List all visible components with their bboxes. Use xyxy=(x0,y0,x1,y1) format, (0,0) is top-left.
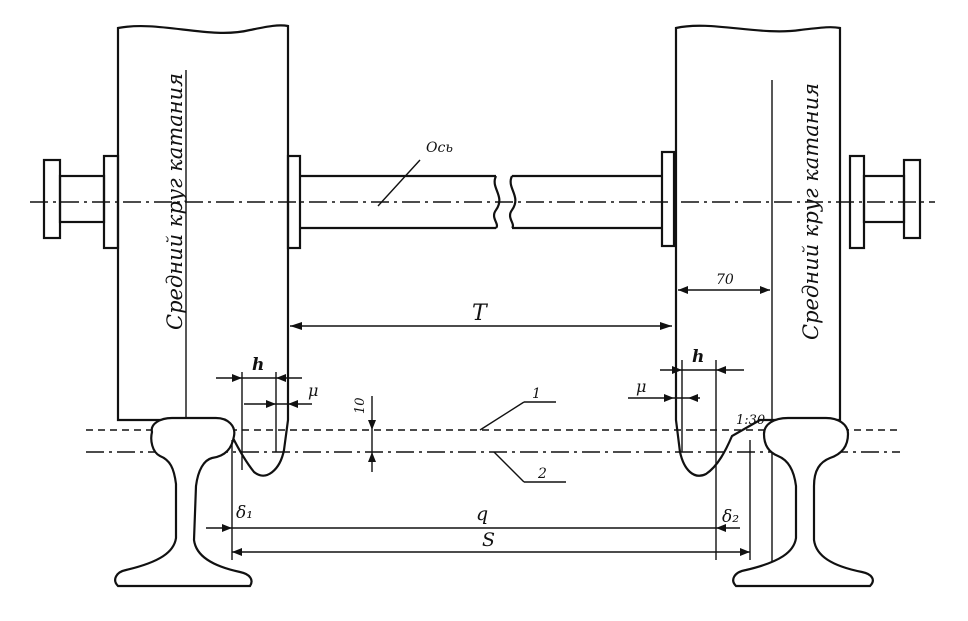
line-2-leader xyxy=(493,451,525,483)
left-mu-arrows xyxy=(266,400,298,408)
dimension-10-label: 10 xyxy=(353,397,368,414)
axle-leader-line xyxy=(377,159,421,207)
dimension-70-arrows xyxy=(678,286,770,294)
rolling-circle-label-right: Средний круг катания xyxy=(799,83,823,340)
left-mu-label: μ xyxy=(308,381,318,400)
slope-label: 1:30 xyxy=(736,413,765,428)
left-wheel xyxy=(116,24,290,477)
left-journal-cap xyxy=(42,158,62,240)
axle-break-left xyxy=(492,175,501,229)
right-journal-cap xyxy=(902,158,922,240)
left-journal xyxy=(58,174,106,224)
right-rail xyxy=(732,416,874,588)
dimension-10-arrows xyxy=(368,420,376,462)
rolling-circle-label-left: Средний круг катания xyxy=(163,73,187,330)
right-journal xyxy=(862,174,906,224)
dimension-q-label: q xyxy=(476,503,488,525)
right-h-label: h xyxy=(692,347,704,367)
axle-right-part xyxy=(512,174,662,230)
right-hub-collar xyxy=(848,154,866,250)
axle-label: Ось xyxy=(426,140,453,156)
dimension-S-label: S xyxy=(482,529,495,551)
delta-1-label: δ₁ xyxy=(236,503,253,523)
line-1-label: 1 xyxy=(532,386,541,402)
dimension-T-label: T xyxy=(472,301,489,326)
dimension-70-label: 70 xyxy=(716,272,734,288)
delta-2-label: δ₂ xyxy=(722,507,739,527)
left-h-label: h xyxy=(252,355,264,375)
axle-break-right xyxy=(508,175,517,229)
right-wheel xyxy=(674,24,842,477)
right-mu-label: μ xyxy=(636,377,646,396)
line-1-leader xyxy=(479,401,525,431)
axle-left-part xyxy=(300,174,496,230)
right-inner-collar xyxy=(660,150,676,248)
left-rail xyxy=(114,416,253,588)
line-2-label: 2 xyxy=(537,466,547,482)
right-mu-arrows xyxy=(664,394,698,402)
